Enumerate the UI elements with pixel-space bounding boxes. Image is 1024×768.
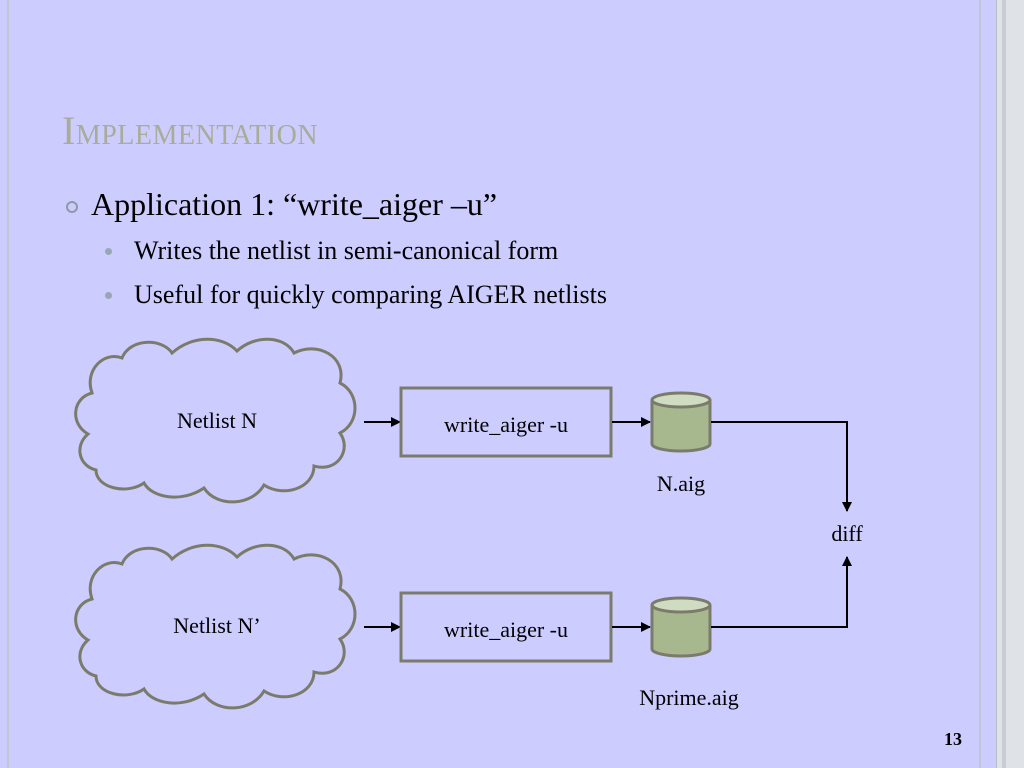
diff-label: diff <box>831 521 863 546</box>
bullet-text: Application 1: “write_aiger –u” <box>91 186 498 222</box>
slide-border-left <box>7 0 9 768</box>
box-bottom-label: write_aiger -u <box>444 617 568 642</box>
cloud-top-label: Netlist N <box>177 408 257 433</box>
arrow-file-top-to-diff <box>711 421 852 512</box>
dot-bullet-icon <box>105 248 112 255</box>
dot-bullet-icon <box>105 292 112 299</box>
cylinder-file-bottom-icon <box>650 596 712 658</box>
slide-title: Implementation <box>62 108 319 153</box>
slide-edge-strip <box>996 0 1024 768</box>
cloud-bottom-label: Netlist N’ <box>173 613 260 638</box>
slide-border-right <box>979 0 981 768</box>
box-write-aiger-top <box>399 386 613 458</box>
cylinder-file-top-icon <box>650 391 712 453</box>
arrow-file-bottom-to-diff <box>711 556 852 628</box>
file-bottom-label: Nprime.aig <box>639 685 739 710</box>
box-write-aiger-bottom <box>399 591 613 663</box>
sub-bullet-text: Writes the netlist in semi-canonical for… <box>134 236 559 265</box>
sub-bullet-text: Useful for quickly comparing AIGER netli… <box>134 280 607 309</box>
ring-bullet-icon <box>66 201 78 213</box>
page-number: 13 <box>944 729 962 749</box>
box-top-label: write_aiger -u <box>444 412 568 437</box>
file-top-label: N.aig <box>657 471 705 496</box>
